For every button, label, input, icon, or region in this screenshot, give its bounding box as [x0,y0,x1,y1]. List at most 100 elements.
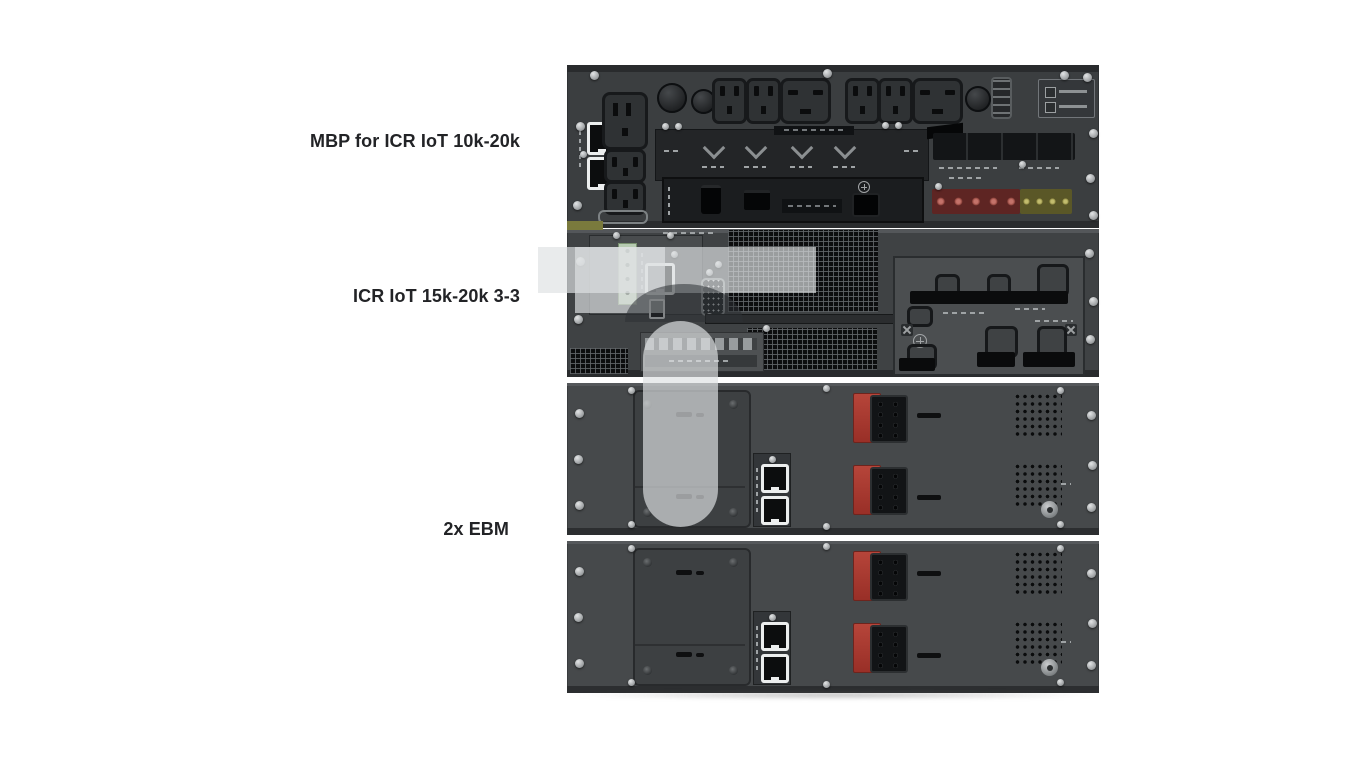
screw [1083,73,1092,82]
cover-screw [729,508,738,517]
legend-text-line [1059,90,1087,93]
microtext [756,626,758,670]
cable-clip [907,306,933,327]
screw [1089,129,1098,138]
screw [613,232,620,239]
screw [1057,387,1064,394]
screw [1019,161,1026,168]
legend-icon [1045,87,1056,98]
iec-c19-outlet [780,78,831,124]
top-edge [567,65,1099,72]
bottom-edge [567,528,1099,535]
cover-screw [901,324,913,336]
cover-screw [729,558,738,567]
bypass-switch-panel [655,126,929,181]
screw [1085,249,1094,258]
microtext [833,166,855,168]
bottom-edge [567,221,1099,228]
iec-c13-outlet [845,78,880,124]
switch-mark [790,136,814,160]
watermark [643,321,718,527]
power-connector [744,190,770,210]
microtext [663,232,713,234]
legend-box [1038,79,1095,118]
screw [1057,521,1064,528]
battery-access-cover [633,548,751,686]
microtext [949,177,983,179]
top-edge [567,383,1099,386]
screw [823,385,830,392]
cable-mark [917,653,941,658]
screw [1087,503,1096,512]
rating-label [598,210,648,224]
polarity-mark [1061,641,1071,643]
microtext [668,183,670,215]
battery-connector [870,553,908,601]
screw [1057,545,1064,552]
screw [574,315,583,324]
microtext [784,129,844,131]
microtext [702,166,724,168]
cover-screw [729,400,738,409]
battery-terminal-cover [893,256,1085,376]
cover-screw [729,666,738,675]
circuit-breaker [965,86,991,112]
vent-holes [1014,551,1062,597]
screw [1086,174,1095,183]
screw [662,123,669,130]
battery-connector [870,625,908,673]
screw [675,123,682,130]
terminal-block-mains [932,189,1020,214]
screw [1057,679,1064,686]
bottom-edge [567,686,1099,693]
connector-block [977,352,1015,367]
connector-block [899,358,935,371]
screw [1088,619,1097,628]
battery-connector [870,395,908,443]
bottom-edge [567,370,1099,377]
battery-detection-port [761,496,789,525]
cable-mark [917,495,941,500]
screw [823,681,830,688]
screw [628,545,635,552]
screw [667,232,674,239]
screw [769,614,776,621]
microtext [943,312,987,314]
iec-c13-outlet [604,181,646,215]
screw [1087,661,1096,670]
microtext [664,150,678,152]
device-label-ups: ICR IoT 15k-20k 3-3 [353,286,520,306]
screw [763,325,770,332]
screw [574,455,583,464]
screw [769,456,776,463]
battery-detection-panel [753,611,791,685]
screw [573,201,582,210]
iec-c19-outlet [912,78,963,124]
circuit-breaker [691,89,716,114]
cable-mark [676,652,692,657]
screw [823,523,830,530]
screw [823,543,830,550]
switch-mark [702,136,726,160]
battery-detection-port [761,464,789,493]
ground-symbol-icon [858,181,870,193]
signal-connector [852,193,880,217]
drop-shadow [575,691,1095,699]
vent-holes [1014,393,1062,439]
microtext [904,150,918,152]
screw [1089,211,1098,220]
cover-screw [643,666,652,675]
microtext [788,205,836,207]
connector-panel [662,177,924,223]
cover-screw [1065,324,1077,336]
battery-detection-panel [753,453,791,527]
polarity-mark [1061,483,1071,485]
external-battery-module-2 [567,541,1099,693]
terminal-cover-strip [933,133,1075,160]
ground-screw [1041,501,1058,518]
battery-detection-port [761,654,789,683]
screw [575,567,584,576]
ground-symbol-icon [913,334,927,348]
legend-icon [1045,102,1056,113]
